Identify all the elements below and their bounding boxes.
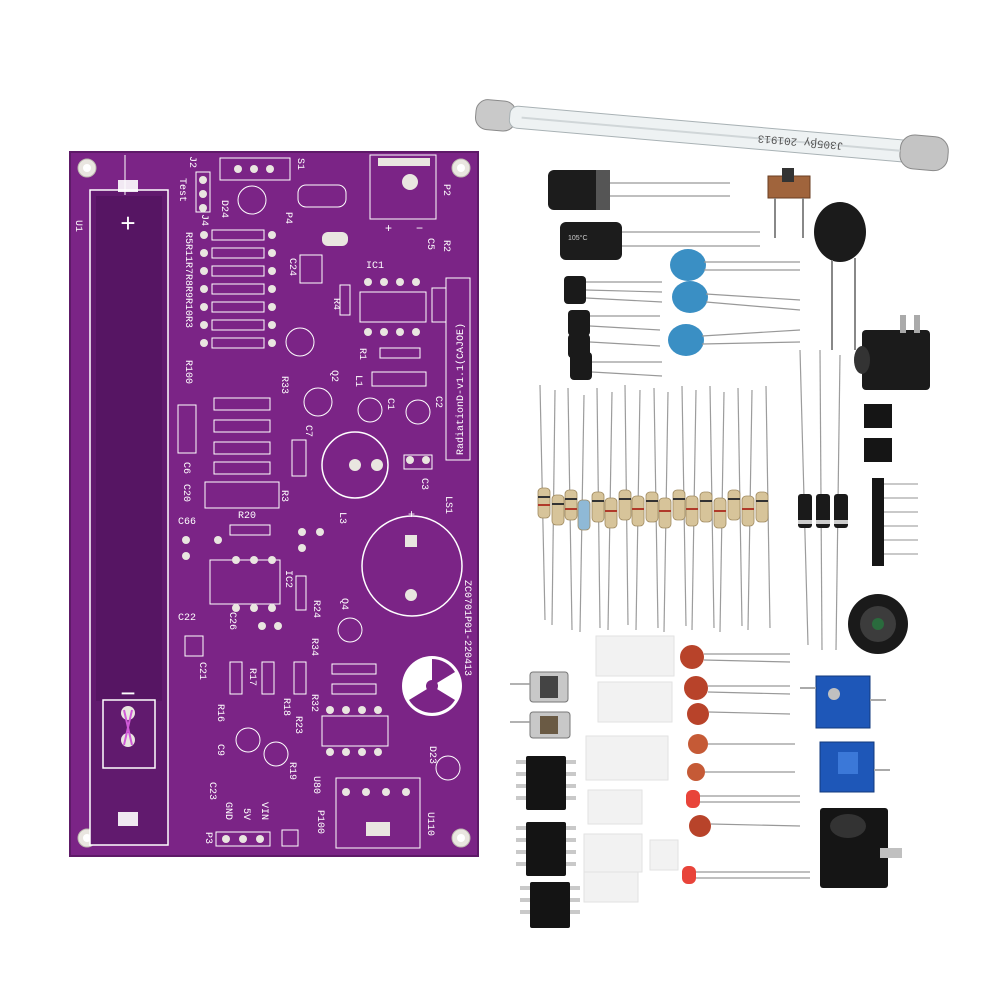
tactile-switches (510, 671, 571, 739)
label-p3: P3 (202, 832, 213, 844)
svg-text:+: + (385, 221, 392, 235)
left-mid-components (177, 397, 280, 509)
label-c9: C9 (214, 744, 225, 756)
geiger-tube: J305βγ 201913 (475, 99, 949, 172)
label-p4: P4 (282, 212, 293, 224)
label-c21: C21 (196, 662, 207, 680)
svg-text:+: + (120, 208, 135, 238)
label-d23: D23 (426, 746, 437, 764)
board-title: RadiationD-v1.1(CAJOE) (455, 323, 467, 455)
resistors (537, 349, 841, 651)
audio-jack (854, 315, 930, 390)
label-l3: L3 (336, 512, 347, 524)
svg-text:+: + (408, 507, 415, 521)
label-r4: R4 (330, 298, 341, 310)
electrolytic-capacitors: 105°C (548, 170, 760, 260)
label-r23: R23 (292, 716, 303, 734)
label-c23: C23 (206, 782, 217, 800)
label-r18: R18 (280, 698, 291, 716)
label-r32: R32 (308, 694, 319, 712)
label-c3: C3 (418, 478, 429, 490)
label-r33: R33 (278, 376, 289, 394)
label-r2: R2 (440, 240, 451, 252)
label-u80: U80 (310, 776, 321, 794)
svg-text:−: − (416, 221, 423, 235)
label-c7: C7 (302, 425, 313, 437)
label-c26: C26 (226, 612, 237, 630)
mounting-holes (77, 158, 471, 848)
foam-blocks (583, 635, 679, 903)
label-q2: Q2 (328, 370, 339, 382)
label-c22: C22 (178, 613, 196, 624)
label-r100: R100 (182, 360, 193, 384)
label-r19: R19 (286, 762, 297, 780)
lower-components: C66 R20 IC2 R24 L3 + LS1 ZC0701P01-22041… (178, 496, 472, 849)
label-ic1: IC1 (366, 261, 384, 272)
label-c6: C6 (180, 462, 191, 474)
ic1-area: C24 IC1 R4 R1 L1 Q2 R33 C1 C2 C7 (278, 254, 447, 502)
radiation-symbol-icon (402, 656, 462, 716)
leds (682, 790, 810, 884)
label-ls1: LS1 (442, 496, 453, 514)
label-vin: VIN (258, 802, 269, 820)
label-j2: J2 (186, 156, 197, 168)
label-r1: R1 (356, 348, 367, 360)
label-u1: U1 (72, 220, 83, 232)
label-q4: Q4 (338, 598, 349, 610)
blue-ceramic-capacitors (668, 249, 801, 356)
label-c20: C20 (180, 484, 191, 502)
label-r34: R34 (308, 638, 319, 656)
dip-ics (516, 756, 580, 928)
transistors (564, 276, 663, 380)
label-p100: P100 (314, 810, 325, 834)
label-r3: R3 (278, 490, 289, 502)
resistor-bank (211, 229, 265, 349)
top-connectors: J2 Test J4 S1 D24 P4 + − P2 R2 C5 (176, 154, 451, 252)
label-c66: C66 (178, 517, 196, 528)
label-j4: J4 (198, 214, 209, 226)
label-c24: C24 (286, 258, 297, 276)
pin-header (872, 478, 918, 566)
jumper-caps (864, 404, 892, 462)
label-resistor-bank: R5R11R7R8R9R10R3 (182, 232, 193, 328)
label-c5: C5 (424, 238, 435, 250)
slide-switch (767, 168, 811, 238)
label-p2: P2 (440, 184, 451, 196)
trimmer-potentiometers (800, 675, 890, 793)
label-test: Test (176, 178, 187, 202)
label-r20: R20 (238, 511, 256, 522)
tube-footprint: + − U1 (72, 155, 169, 846)
label-l1: L1 (352, 375, 363, 387)
label-r24: R24 (310, 600, 321, 618)
label-date-code: ZC0701P01-220413 (461, 580, 472, 676)
svg-text:−: − (120, 678, 135, 708)
label-r17: R17 (246, 668, 257, 686)
label-r16: R16 (214, 704, 225, 722)
diodes (798, 494, 848, 528)
label-5v: 5V (240, 808, 251, 820)
svg-text:105°C: 105°C (568, 234, 588, 242)
label-d24: D24 (218, 200, 229, 218)
label-c1: C1 (384, 398, 395, 410)
pcb-board: + − U1 J2 Test J4 S1 D24 (69, 151, 479, 857)
label-ic2: IC2 (282, 570, 293, 588)
dc-power-jack (820, 808, 902, 888)
inductor (814, 202, 866, 350)
orange-ceramic-capacitors (680, 645, 801, 837)
buzzer (848, 594, 908, 654)
label-u110: U110 (424, 812, 435, 836)
label-gnd: GND (222, 802, 233, 820)
label-c2: C2 (432, 396, 443, 408)
label-s1: S1 (294, 158, 305, 170)
pads (182, 456, 430, 796)
